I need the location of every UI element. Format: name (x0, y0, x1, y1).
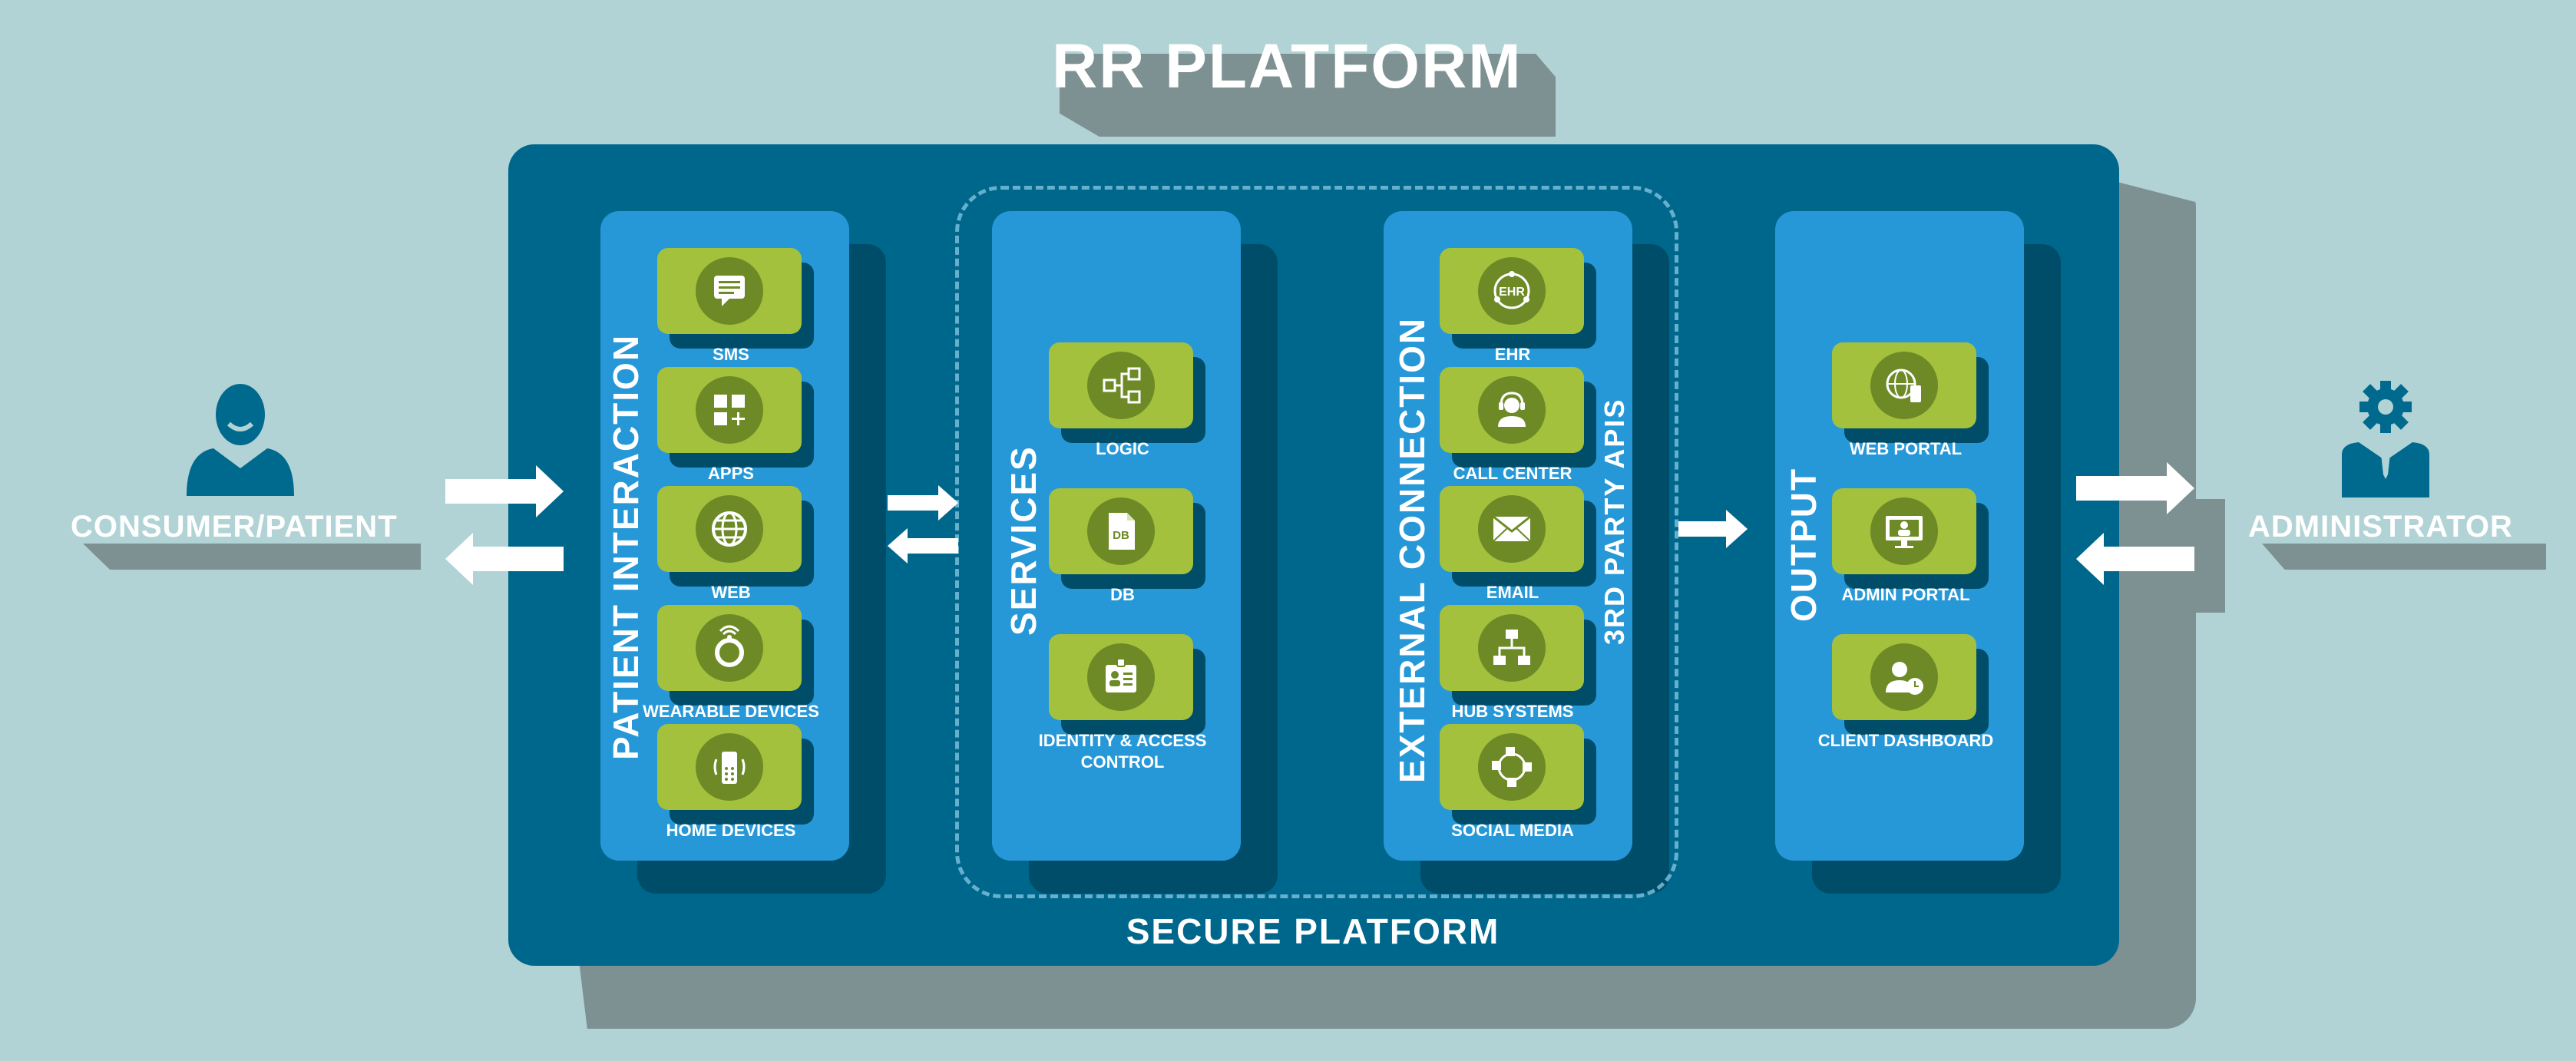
db-glyph: DB (1113, 529, 1129, 542)
tile-db: DB (1049, 488, 1193, 574)
tile-label: DB (1110, 585, 1135, 604)
tile-hub-systems (1440, 605, 1584, 691)
sms-chat-icon (696, 257, 763, 325)
tile-label: HUB SYSTEMS (1451, 702, 1574, 721)
database-file-icon: DB (1087, 497, 1155, 565)
tile-ehr: EHR (1440, 248, 1584, 334)
wearable-ring-icon (696, 614, 763, 682)
tile-label: EHR (1494, 345, 1531, 364)
page-title: RR PLATFORM (1052, 31, 1523, 101)
secure-platform-label: SECURE PLATFORM (1126, 911, 1500, 951)
tile-label: CALL CENTER (1453, 464, 1572, 483)
arrow-left-to-platform (2076, 533, 2194, 585)
headset-agent-icon (1478, 376, 1546, 444)
envelope-icon (1478, 495, 1546, 563)
tile-label: EMAIL (1486, 583, 1539, 602)
tile-label: HOME DEVICES (666, 821, 796, 840)
tile-sms (657, 248, 802, 334)
services-label: SERVICES (1004, 445, 1043, 636)
tile-label: SOCIAL MEDIA (1451, 821, 1574, 840)
admin-label-shadow (2262, 544, 2546, 570)
network-hub-icon (1478, 614, 1546, 682)
ehr-icon: EHR (1478, 257, 1546, 325)
tile-label: WEB PORTAL (1849, 439, 1963, 458)
administrator-label: ADMINISTRATOR (2248, 510, 2513, 544)
tile-label: APPS (708, 464, 754, 483)
tile-client-dashboard (1832, 634, 1976, 720)
tile-wearable-devices (657, 605, 802, 691)
title-shadow (1060, 54, 1556, 137)
social-media-icon (1478, 733, 1546, 801)
arrow-left-to-patient-interaction (888, 528, 958, 564)
patient-interaction-label: PATIENT INTERACTION (606, 333, 646, 760)
tile-label: WEB (711, 583, 751, 602)
ehr-glyph: EHR (1499, 286, 1525, 299)
tile-web-portal (1832, 342, 1976, 428)
tile-email (1440, 486, 1584, 572)
web-portal-icon (1870, 352, 1938, 419)
person-icon (183, 376, 298, 500)
id-badge-icon (1087, 643, 1155, 711)
tile-label: WEARABLE DEVICES (643, 702, 819, 721)
tile-social-media (1440, 724, 1584, 810)
tile-web (657, 486, 802, 572)
client-dashboard-icon (1870, 643, 1938, 711)
admin-gear-person-icon (2336, 375, 2435, 501)
arrow-right-to-administrator (2076, 462, 2194, 514)
tile-home-devices (657, 724, 802, 810)
arrow-right-to-output (1678, 510, 1748, 548)
arrow-right-to-services (888, 485, 958, 521)
consumer-label-shadow (83, 544, 421, 570)
tile-label: SMS (713, 345, 749, 364)
arrow-left-to-consumer (445, 533, 564, 585)
tile-logic (1049, 342, 1193, 428)
globe-icon (696, 495, 763, 563)
consumer-label: CONSUMER/PATIENT (71, 510, 398, 544)
tile-label: ADMIN PORTAL (1841, 585, 1970, 604)
admin-portal-monitor-icon (1870, 497, 1938, 565)
tile-call-center (1440, 367, 1584, 453)
home-device-icon (696, 733, 763, 801)
tile-apps (657, 367, 802, 453)
apps-grid-icon (696, 376, 763, 444)
tile-identity-access (1049, 634, 1193, 720)
tile-admin-portal (1832, 488, 1976, 574)
logic-flow-icon (1087, 352, 1155, 419)
tile-label: CLIENT DASHBOARD (1817, 731, 1994, 750)
tile-label: LOGIC (1096, 439, 1149, 458)
arrow-right-to-platform (445, 465, 564, 517)
tile-label: IDENTITY & ACCESS CONTROL (1038, 731, 1207, 772)
third-party-apis-label: 3RD PARTY APIS (1599, 398, 1630, 645)
